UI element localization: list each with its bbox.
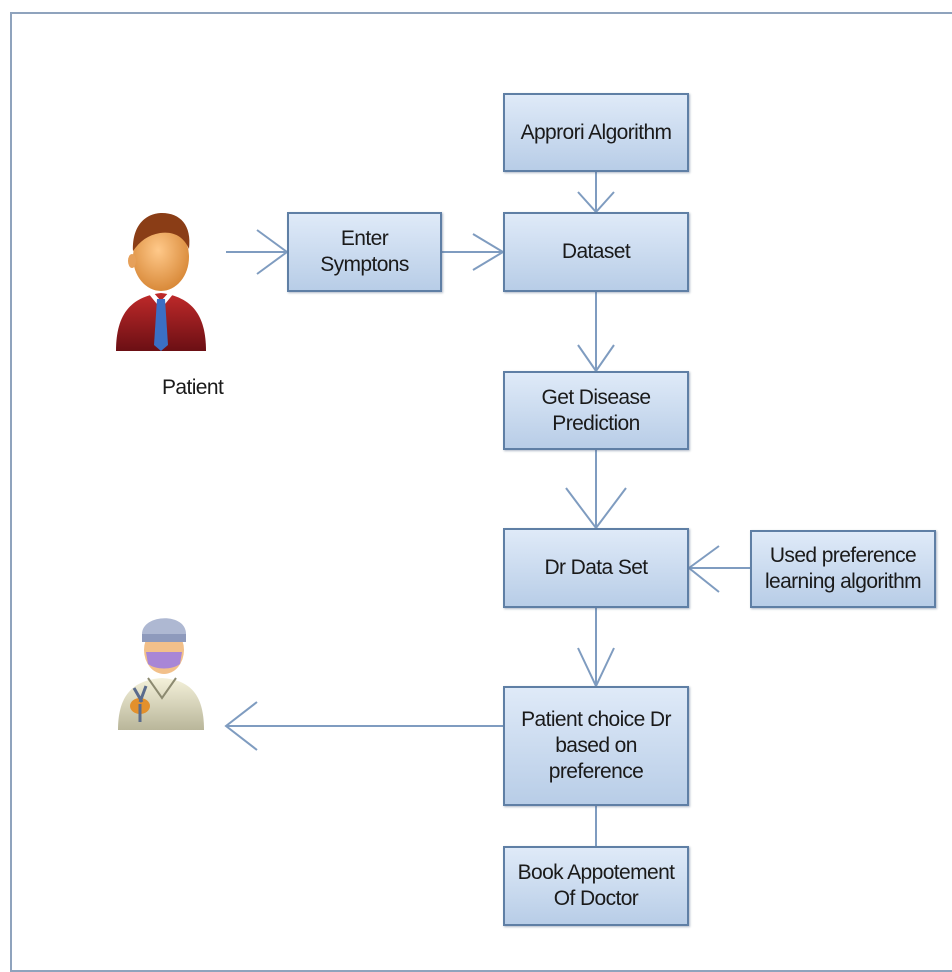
node-used-preference-learning-algorithm: Used preference learning algorithm (750, 530, 936, 608)
arrowhead-doctor (224, 701, 258, 751)
node-approri-algorithm: Approri Algorithm (503, 93, 689, 172)
surgeon-avatar-icon (118, 618, 204, 730)
patient-avatar-icon (116, 213, 206, 351)
node-get-disease-prediction: Get Disease Prediction (503, 371, 689, 450)
node-dataset: Dataset (503, 212, 689, 292)
node-book-appointment: Book Appotement Of Doctor (503, 846, 689, 926)
node-enter-symptoms: Enter Symptons (287, 212, 442, 292)
arrowhead-drdataset-right (687, 545, 720, 593)
node-dr-data-set: Dr Data Set (503, 528, 689, 608)
node-patient-choice-dr: Patient choice Dr based on preference (503, 686, 689, 806)
patient-label: Patient (162, 376, 224, 399)
